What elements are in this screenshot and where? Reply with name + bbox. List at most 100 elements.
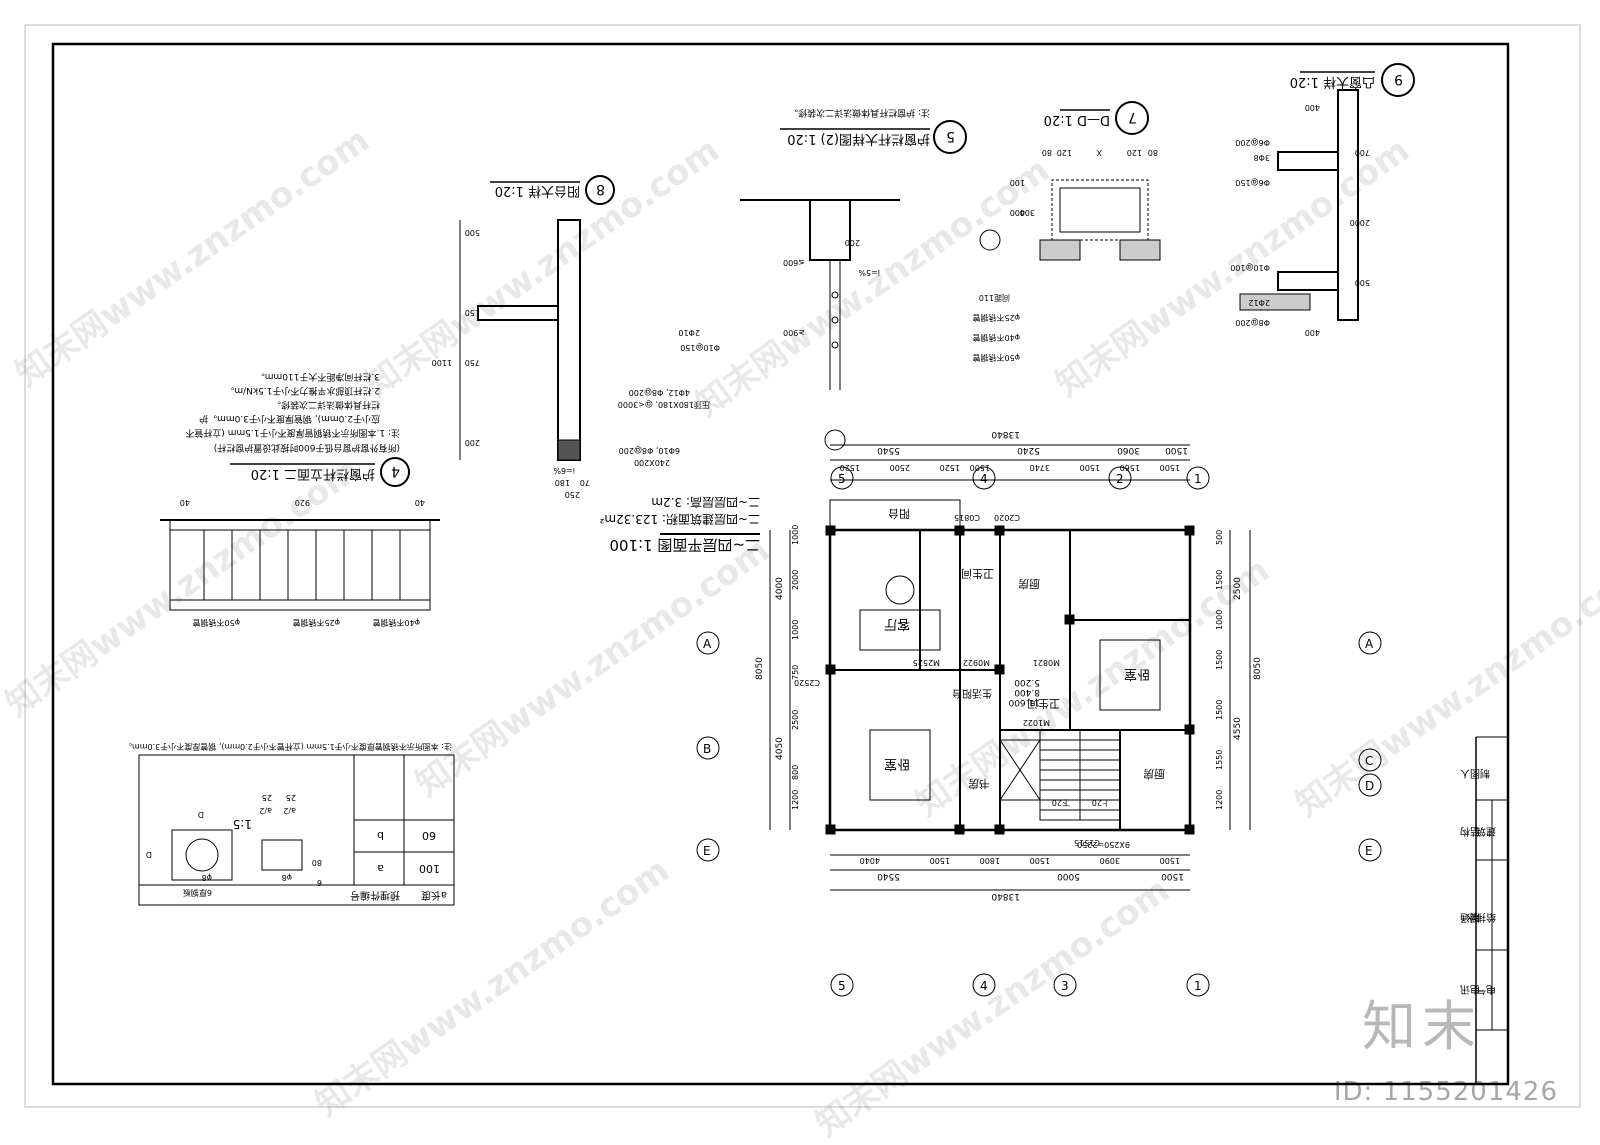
room-bedroom-2: 卧室 bbox=[1124, 666, 1150, 682]
axis-bottom-1: 1 bbox=[1194, 979, 1202, 993]
table-scale: 1:5 bbox=[233, 817, 252, 831]
dim-right-detail: 500 bbox=[1215, 530, 1224, 545]
table-cell-b-len: 60 bbox=[422, 829, 436, 842]
table-dim: 6厚钢板 bbox=[183, 888, 212, 898]
dim-bottom-main: 5000 bbox=[1057, 871, 1080, 881]
detail7-dim: 80 bbox=[1042, 148, 1052, 157]
axis-left-e: E bbox=[703, 844, 711, 858]
room-utility-balcony: 生活阳台 bbox=[952, 687, 992, 700]
detail8-dim: 180 bbox=[555, 478, 570, 487]
axis-bottom-4: 4 bbox=[980, 979, 988, 993]
window-code: C1515 bbox=[1074, 838, 1100, 847]
dim-bottom-detail: 1500 bbox=[1160, 856, 1180, 865]
room-kitchen-1: 厨房 bbox=[1018, 577, 1040, 590]
detail8-label: 压顶180X180, @<3000 bbox=[618, 400, 710, 409]
dim-bottom-detail: 1800 bbox=[980, 856, 1000, 865]
detail4-dim: 40 bbox=[415, 498, 425, 507]
dim-top-detail: 1500 bbox=[1080, 463, 1100, 472]
room-bedroom-1: 卧室 bbox=[884, 756, 910, 772]
stair-up: 上20 bbox=[1092, 798, 1110, 807]
dim-top-detail: 1500 bbox=[1160, 463, 1180, 472]
embed-parts-table: 预埋件编号 a长度 a 100 b 60 1:5 注: 本图所示不锈钢管厚度不小… bbox=[124, 742, 455, 906]
detail4-note: 3.栏杆间净距不大于110mm。 bbox=[256, 371, 380, 383]
dim-bottom-detail: 3090 bbox=[1100, 856, 1120, 865]
table-round bbox=[885, 575, 915, 605]
table-dim: 25 bbox=[262, 793, 272, 802]
axis-top-1: 1 bbox=[1194, 472, 1202, 486]
title-cell-hvac: 暖通 bbox=[1460, 911, 1480, 924]
detail9-label: 2Φ12 bbox=[1248, 298, 1270, 307]
dim-left-total: 8050 bbox=[755, 657, 765, 680]
detail4-label: φ25不锈钢管 bbox=[293, 618, 340, 628]
svg-text:9: 9 bbox=[1394, 71, 1403, 87]
dim-right-detail: 1500 bbox=[1215, 650, 1224, 670]
detail7-dim: 100 bbox=[1010, 178, 1025, 187]
balcony bbox=[829, 499, 961, 531]
svg-text:5: 5 bbox=[946, 128, 955, 144]
dim-right-detail: 1550 bbox=[1215, 750, 1224, 770]
stair-down: 下20 bbox=[1052, 798, 1070, 807]
axis-top-4: 4 bbox=[980, 472, 988, 486]
room-bath-2: 卫生间 bbox=[1027, 697, 1060, 711]
detail8-label: 240X200 bbox=[634, 458, 670, 467]
table-dim: φ8 bbox=[202, 873, 212, 882]
title-cell-elec: 电气 bbox=[1476, 983, 1496, 996]
dim-left-main: 4000 bbox=[775, 577, 785, 600]
axis-left-a: A bbox=[703, 637, 712, 651]
svg-text:7: 7 bbox=[1128, 109, 1137, 125]
detail5-label: ≤600 bbox=[783, 258, 805, 267]
dim-top-main: 5240 bbox=[1017, 445, 1040, 455]
detail4-note: 栏杆具体做法详二次装修。 bbox=[272, 399, 380, 411]
detail8-label: 4Φ12, Φ8@200 bbox=[629, 388, 690, 397]
detail7-dim: 120 bbox=[1127, 148, 1142, 157]
title-cell-arch: 建筑 bbox=[1476, 825, 1496, 838]
detail4-note: 应小于2.0mm), 钢管厚度不小于3.0mm。护 bbox=[199, 413, 380, 425]
axis-bottom-3: 3 bbox=[1061, 979, 1069, 993]
detail5-label: φ40不锈钢管 bbox=[973, 333, 1020, 343]
detail-9-bay-window: 9 凸窗大样 1:20 400 500 2000 700 400 Φ8@200 … bbox=[1230, 63, 1415, 337]
level-2: 8.400 bbox=[1014, 687, 1040, 697]
plan-height-note: 二~四层层高: 3.2m bbox=[651, 495, 760, 510]
axis-right-c: C bbox=[1365, 754, 1373, 768]
dim-bottom-main: 1500 bbox=[1161, 871, 1184, 881]
dim-left-detail: 800 bbox=[791, 765, 800, 780]
table-header-code: 预埋件编号 bbox=[350, 889, 400, 902]
dim-right-detail: 1500 bbox=[1215, 700, 1224, 720]
dim-right-detail: 1000 bbox=[1215, 610, 1224, 630]
dim-top-main: 5540 bbox=[877, 445, 900, 455]
door-code: M0922 bbox=[963, 658, 990, 667]
detail5-label: ≥900 bbox=[783, 328, 805, 337]
dim-left-detail: 2500 bbox=[791, 710, 800, 730]
detail5-label: 间距110 bbox=[979, 293, 1010, 302]
detail9-label: Φ6@150 bbox=[1235, 178, 1270, 187]
axis-bottom-5: 5 bbox=[838, 979, 846, 993]
sofa bbox=[859, 609, 941, 651]
window-code: C2520 bbox=[794, 678, 820, 687]
detail8-label: 6Φ10, Φ8@200 bbox=[619, 446, 680, 455]
door-code: M2525 bbox=[913, 658, 940, 667]
dim-top-main: 1500 bbox=[1165, 445, 1188, 455]
table-dim: D bbox=[146, 850, 152, 859]
svg-text:8: 8 bbox=[596, 181, 605, 197]
title-cell-struct: 结构 bbox=[1460, 825, 1480, 838]
axis-right-d: D bbox=[1365, 779, 1374, 793]
inner-frame bbox=[51, 42, 1510, 1086]
level-3: 11.600 bbox=[1008, 697, 1040, 707]
table-dim: 6 bbox=[317, 878, 322, 887]
detail9-dim: 700 bbox=[1355, 148, 1370, 157]
detail8-dim: 1100 bbox=[432, 358, 452, 367]
dim-left-detail: 750 bbox=[791, 665, 800, 680]
detail4-dim: 40 bbox=[180, 498, 190, 507]
title-cell-plumbing: 给排水 bbox=[1466, 911, 1496, 924]
detail-4-railing-elevation: 4 护窗栏杆立面二 1:20 (所有外窗护窗台低于600时按此设置护窗栏杆) 注… bbox=[160, 371, 440, 628]
title-cell-telecom: 电讯 bbox=[1460, 983, 1480, 996]
brand-logo: 知末 bbox=[1362, 995, 1482, 1058]
window-code: C0815 bbox=[954, 513, 980, 522]
dim-stair-note: 9X250=2250 bbox=[1077, 840, 1130, 849]
detail9-label: Φ10@100 bbox=[1230, 263, 1270, 272]
detail8-dim: 70 bbox=[580, 478, 590, 487]
title-cell-drafter: 制图人 bbox=[1460, 767, 1490, 780]
axis-top-2: 2 bbox=[1116, 472, 1124, 486]
table-cell-a-len: 100 bbox=[419, 862, 440, 875]
room-kitchen-2: 厨房 bbox=[1143, 767, 1165, 780]
